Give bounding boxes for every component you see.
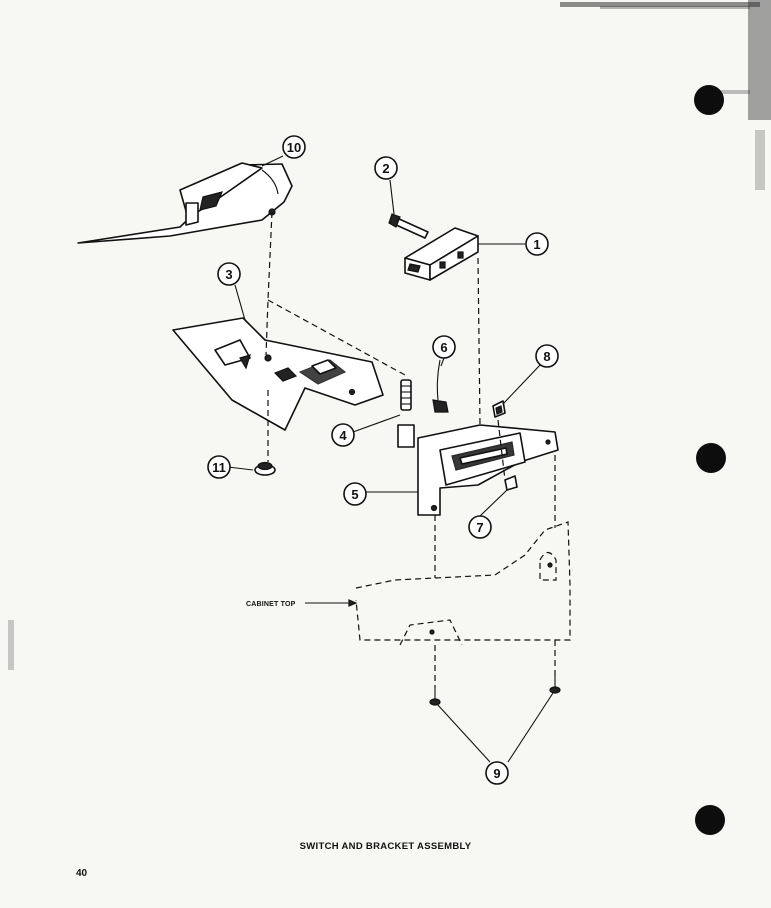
svg-text:8: 8 <box>543 349 550 364</box>
part-1-switch <box>404 227 479 281</box>
svg-text:10: 10 <box>287 140 301 155</box>
svg-text:5: 5 <box>351 487 358 502</box>
callout-9: 9 <box>485 761 509 785</box>
callout-2: 2 <box>374 156 398 180</box>
svg-text:3: 3 <box>225 267 232 282</box>
callout-4: 4 <box>331 423 355 447</box>
callout-11: 11 <box>207 455 231 479</box>
callout-7: 7 <box>468 515 492 539</box>
callout-10: 10 <box>282 135 306 159</box>
svg-text:1: 1 <box>533 237 540 252</box>
svg-text:9: 9 <box>493 766 500 781</box>
callout-1: 1 <box>525 232 549 256</box>
part-2-screw <box>388 213 429 239</box>
svg-text:6: 6 <box>440 340 447 355</box>
callout-6: 6 <box>432 335 456 359</box>
part-4-spring <box>397 379 415 448</box>
svg-text:7: 7 <box>476 520 483 535</box>
callout-3: 3 <box>217 262 241 286</box>
part-10-actuator-lever <box>77 162 293 244</box>
part-3-bracket-plate <box>172 317 384 431</box>
callout-leader-lines <box>227 155 554 763</box>
part-9-screws <box>429 676 561 706</box>
part-11-nut <box>254 461 276 476</box>
svg-text:2: 2 <box>382 161 389 176</box>
cabinet-top-outline <box>355 521 571 646</box>
binder-hole-middle <box>696 443 726 473</box>
page-number: 40 <box>76 868 88 879</box>
cabinet-top-label: CABINET TOP <box>246 601 296 608</box>
binder-hole-top <box>694 85 724 115</box>
part-6-wire-clip <box>432 359 449 413</box>
part-8-clip <box>492 400 506 418</box>
figure-caption: SWITCH AND BRACKET ASSEMBLY <box>299 841 472 852</box>
callout-5: 5 <box>343 482 367 506</box>
part-5-main-bracket <box>417 424 559 516</box>
svg-text:11: 11 <box>212 460 226 475</box>
svg-text:4: 4 <box>339 428 347 443</box>
binder-hole-bottom <box>695 805 725 835</box>
part-7-block <box>504 475 518 491</box>
assembly-dashed-lines <box>265 211 556 688</box>
callout-8: 8 <box>535 344 559 368</box>
scan-edge-artifacts <box>8 0 771 670</box>
